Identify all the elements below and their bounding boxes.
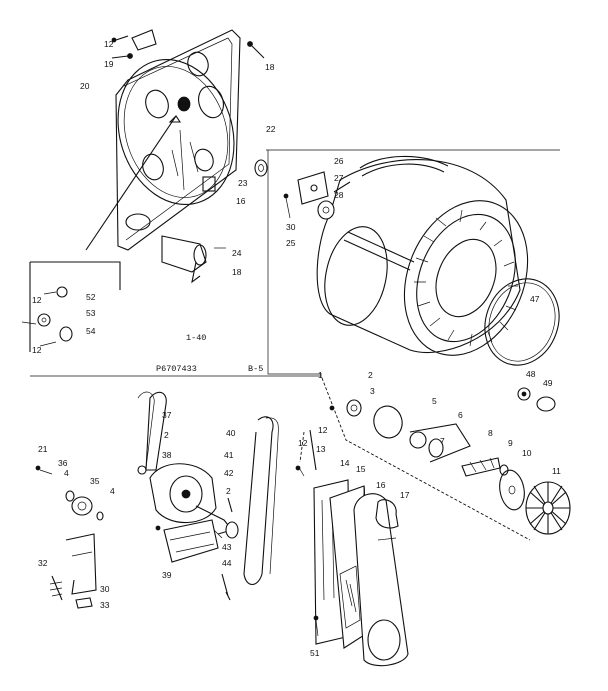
callout-8: 8	[488, 428, 493, 438]
callout-39: 39	[162, 570, 172, 580]
drive-shaft-assembly	[329, 399, 525, 511]
callout-18: 18	[232, 267, 242, 277]
callout-30: 30	[100, 584, 110, 594]
callout-12: 12	[32, 345, 42, 355]
callout-48: 48	[526, 369, 536, 379]
part-number: P6707433	[156, 364, 197, 374]
callout-28: 28	[334, 190, 344, 200]
idler-bracket-assembly	[49, 533, 97, 609]
callout-16: 16	[376, 480, 386, 490]
bearing-23	[254, 159, 268, 177]
drive-motor-assembly	[137, 463, 239, 601]
callout-9: 9	[508, 438, 513, 448]
callout-51: 51	[310, 648, 320, 658]
heater-assembly	[161, 235, 226, 284]
small-tag: 1-40	[186, 333, 206, 343]
callout-38: 38	[162, 450, 172, 460]
callout-42: 42	[224, 468, 234, 478]
callout-35: 35	[90, 476, 100, 486]
drum-support-bracket	[283, 171, 335, 220]
callout-19: 19	[104, 59, 114, 69]
callout-26: 26	[334, 156, 344, 166]
callout-12: 12	[298, 438, 308, 448]
callout-20: 20	[80, 81, 90, 91]
callout-18: 18	[265, 62, 275, 72]
callout-40: 40	[226, 428, 236, 438]
callout-3: 3	[370, 386, 375, 396]
callout-4: 4	[110, 486, 115, 496]
callout-54: 54	[86, 326, 96, 336]
bulkhead-hardware	[111, 29, 265, 59]
front-panel-assembly	[295, 429, 409, 667]
callout-12: 12	[318, 425, 328, 435]
callout-11: 11	[552, 466, 561, 476]
drive-belts	[137, 391, 279, 586]
callout-37: 37	[162, 410, 172, 420]
callout-30: 30	[286, 222, 296, 232]
callout-21: 21	[38, 444, 48, 454]
callout-43: 43	[222, 542, 232, 552]
inset-box-hardware	[21, 261, 121, 352]
callout-25: 25	[286, 238, 296, 248]
callout-22: 22	[266, 124, 276, 134]
callout-1: 1	[318, 370, 323, 380]
callout-44: 44	[222, 558, 232, 568]
callout-41: 41	[224, 450, 234, 460]
callout-32: 32	[38, 558, 48, 568]
idler-pulley-assembly	[35, 465, 104, 521]
callout-23: 23	[238, 178, 248, 188]
callout-52: 52	[86, 292, 96, 302]
callout-2: 2	[164, 430, 169, 440]
callout-13: 13	[316, 444, 326, 454]
callout-7: 7	[440, 436, 445, 446]
dryer-drum	[316, 155, 529, 356]
callout-24: 24	[232, 248, 242, 258]
callout-33: 33	[100, 600, 110, 610]
callout-6: 6	[458, 410, 463, 420]
callout-10: 10	[522, 448, 532, 458]
callout-12: 12	[32, 295, 42, 305]
callout-53: 53	[86, 308, 96, 318]
drum-screen-47	[484, 278, 560, 366]
blower-wheel	[525, 481, 571, 535]
callout-4: 4	[64, 468, 69, 478]
callout-2: 2	[226, 486, 231, 496]
callout-47: 47	[530, 294, 540, 304]
section-dividers	[30, 149, 560, 541]
page-ref: B-5	[248, 364, 263, 374]
callout-17: 17	[400, 490, 410, 500]
callout-15: 15	[356, 464, 366, 474]
callout-12: 12	[104, 39, 114, 49]
callout-16: 16	[236, 196, 246, 206]
callout-14: 14	[340, 458, 350, 468]
callout-2: 2	[368, 370, 373, 380]
drum-glide-hardware	[517, 387, 556, 412]
callout-49: 49	[543, 378, 553, 388]
callout-5: 5	[432, 396, 437, 406]
callout-36: 36	[58, 458, 68, 468]
callout-27: 27	[334, 173, 344, 183]
rear-bulkhead-assembly	[85, 29, 241, 251]
callout-labels: 12 19 18 20 22 23 16 26 27 28 30 25 24 1…	[32, 39, 561, 658]
